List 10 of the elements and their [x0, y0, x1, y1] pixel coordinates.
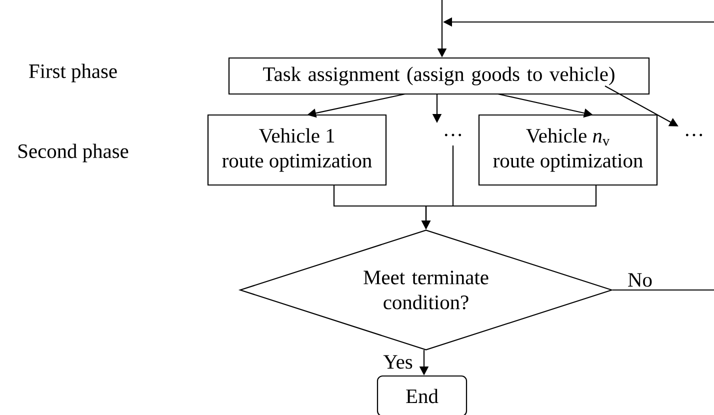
edge-label: No — [628, 273, 652, 287]
phase-label: First phase — [29, 64, 117, 82]
ellipsis-text: … — [686, 134, 702, 136]
terminal-box: End — [376, 375, 468, 415]
process-box: Vehicle 1 route optimization — [207, 114, 387, 186]
process-box: Vehicle n$_{v}$ route optimization — [478, 114, 658, 186]
ellipsis-text: … — [444, 134, 462, 136]
edge-label: Yes — [383, 355, 412, 369]
phase-label: Second phase — [18, 144, 128, 162]
process-box: Task assignment (assign goods to vehicle) — [228, 57, 650, 95]
